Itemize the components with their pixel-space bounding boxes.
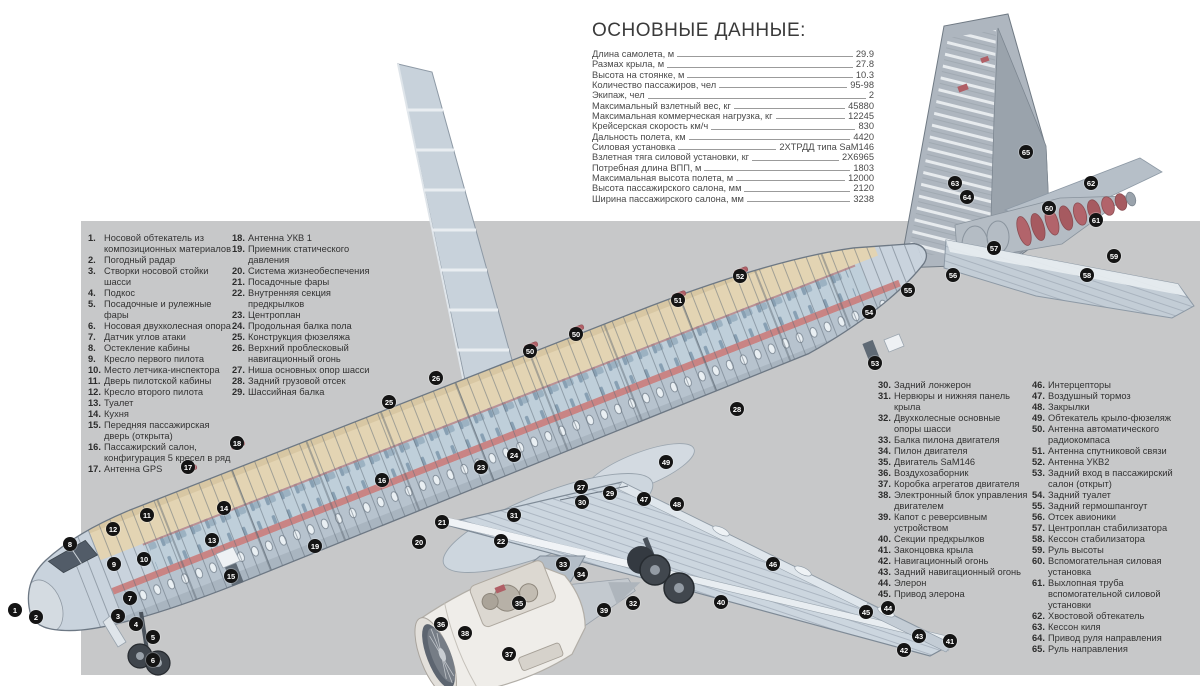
legend-item: 48.Закрылки <box>1032 402 1090 412</box>
legend-item: 52.Антенна УКВ2 <box>1032 457 1110 467</box>
legend-item: 63.Кессон киля <box>1032 622 1101 632</box>
legend-item: 8.Остекление кабины <box>88 343 190 353</box>
legend-item: 26.Верхний проблесковый навигационный ог… <box>232 343 349 364</box>
legend-item: 21.Посадочные фары <box>232 277 330 287</box>
legend-item: 50.Антенна автоматического радиокомпаса <box>1032 424 1160 445</box>
apu-exhaust-pipe <box>1016 191 1137 246</box>
legend-item: 1.Носовой обтекатель из композиционных м… <box>88 233 232 254</box>
legend-item: 41.Законцовка крыла <box>878 545 974 555</box>
legend-item: 46.Интерцепторы <box>1032 380 1111 390</box>
legend-item: 49.Обтекатель крыло-фюзеляж <box>1032 413 1172 423</box>
legend-item: 6.Носовая двухколесная опора <box>88 321 231 331</box>
near-stabilizer <box>943 239 1195 319</box>
legend-item: 10.Место летчика-инспектора <box>88 365 220 375</box>
gray-background-panel <box>81 221 1200 675</box>
engine-nacelle <box>414 560 641 686</box>
legend-item: 59.Руль высоты <box>1032 545 1104 555</box>
legend-item: 36.Воздухозаборник <box>878 468 969 478</box>
legend-item: 60.Вспомогательная силовая установка <box>1032 556 1162 577</box>
legend-item: 57.Центроплан стабилизатора <box>1032 523 1168 533</box>
rear-passenger-door <box>862 333 905 365</box>
legend-item: 39.Капот с реверсивным устройством <box>878 512 988 533</box>
gear-door <box>102 615 127 648</box>
legend-item: 7.Датчик углов атаки <box>88 332 186 342</box>
legend-item: 29.Шассийная балка <box>232 387 325 397</box>
legend-item: 34.Пилон двигателя <box>878 446 968 456</box>
inner-slat <box>443 517 641 570</box>
legend-item: 65.Руль направления <box>1032 644 1128 654</box>
accessory-gearbox <box>518 642 564 671</box>
legend-item: 13.Туалет <box>88 398 134 408</box>
legend-item: 64.Привод руля направления <box>1032 633 1162 643</box>
legend-item: 42.Навигационный огонь <box>878 556 989 566</box>
spec-title: ОСНОВНЫЕ ДАННЫЕ: <box>592 20 806 41</box>
legend-item: 47.Воздушный тормоз <box>1032 391 1131 401</box>
legend-item: 27.Ниша основных опор шасси <box>232 365 370 375</box>
legend-item: 12.Кресло второго пилота <box>88 387 204 397</box>
legend-item: 53.Задний вход в пассажирский салон (отк… <box>1032 468 1173 489</box>
legend-item: 37.Коробка агрегатов двигателя <box>878 479 1020 489</box>
legend-item: 61.Выхлопная труба вспомогательной силов… <box>1032 578 1161 610</box>
legend-item: 58.Кессон стабилизатора <box>1032 534 1145 544</box>
legend-item: 33.Балка пилона двигателя <box>878 435 1000 445</box>
legend-item: 28.Задний грузовой отсек <box>232 376 346 386</box>
legend-item: 55.Задний гермошпангоут <box>1032 501 1148 511</box>
beacon-light <box>433 370 441 378</box>
legend-item: 56.Отсек авионики <box>1032 512 1116 522</box>
legend-item: 2.Погодный радар <box>88 255 176 265</box>
legend-item: 14.Кухня <box>88 409 129 419</box>
far-wing <box>397 63 523 405</box>
nose-landing-gear <box>102 611 171 676</box>
legend-item: 4.Подкос <box>88 288 136 298</box>
main-landing-gear <box>627 537 695 604</box>
legend-item: 11.Дверь пилотской кабины <box>88 376 212 386</box>
legend-item: 45.Привод элерона <box>878 589 965 599</box>
legend-item: 51.Антенна спутниковой связи <box>1032 446 1167 456</box>
legend-item: 38.Электронный блок управления двигателе… <box>878 490 1028 511</box>
legend-item: 3.Створки носовой стойки шасси <box>88 266 209 287</box>
legend-item: 54.Задний туалет <box>1032 490 1111 500</box>
legend-item: 31.Нервюры и нижняя панель крыла <box>878 391 1010 412</box>
legend-item: 24.Продольная балка пола <box>232 321 352 331</box>
legend-item: 30.Задний лонжерон <box>878 380 972 390</box>
legend-item: 9.Кресло первого пилота <box>88 354 205 364</box>
legend-item: 23.Центроплан <box>232 310 301 320</box>
legend-item: 25.Конструкция фюзеляжа <box>232 332 351 342</box>
legend-item: 15.Передняя пассажирская дверь (открыта) <box>88 420 210 441</box>
legend-item: 43.Задний навигационный огонь <box>878 567 1022 577</box>
legend-item: 35.Двигатель SaM146 <box>878 457 976 467</box>
legend-item: 22.Внутренняя секция предкрылков <box>232 288 331 309</box>
legend-item: 44.Элерон <box>878 578 927 588</box>
legend-col-1: 1.Носовой обтекатель из композиционных м… <box>88 233 234 475</box>
legend-item: 5.Посадочные и рулежные фары <box>88 299 212 320</box>
legend-item: 20.Система жизнеобеспечения <box>232 266 370 276</box>
legend-item: 19.Приемник статического давления <box>232 244 350 265</box>
legend-item: 17.Антенна GPS <box>88 464 163 474</box>
legend-item: 62.Хвостовой обтекатель <box>1032 611 1145 621</box>
legend-item: 32.Двухколесные основные опоры шасси <box>878 413 1001 434</box>
legend-item: 40.Секции предкрылков <box>878 534 985 544</box>
legend-item: 18.Антенна УКВ 1 <box>232 233 312 243</box>
legend-item: 16.Пассажирский салон, конфигурация 5 кр… <box>88 442 231 463</box>
